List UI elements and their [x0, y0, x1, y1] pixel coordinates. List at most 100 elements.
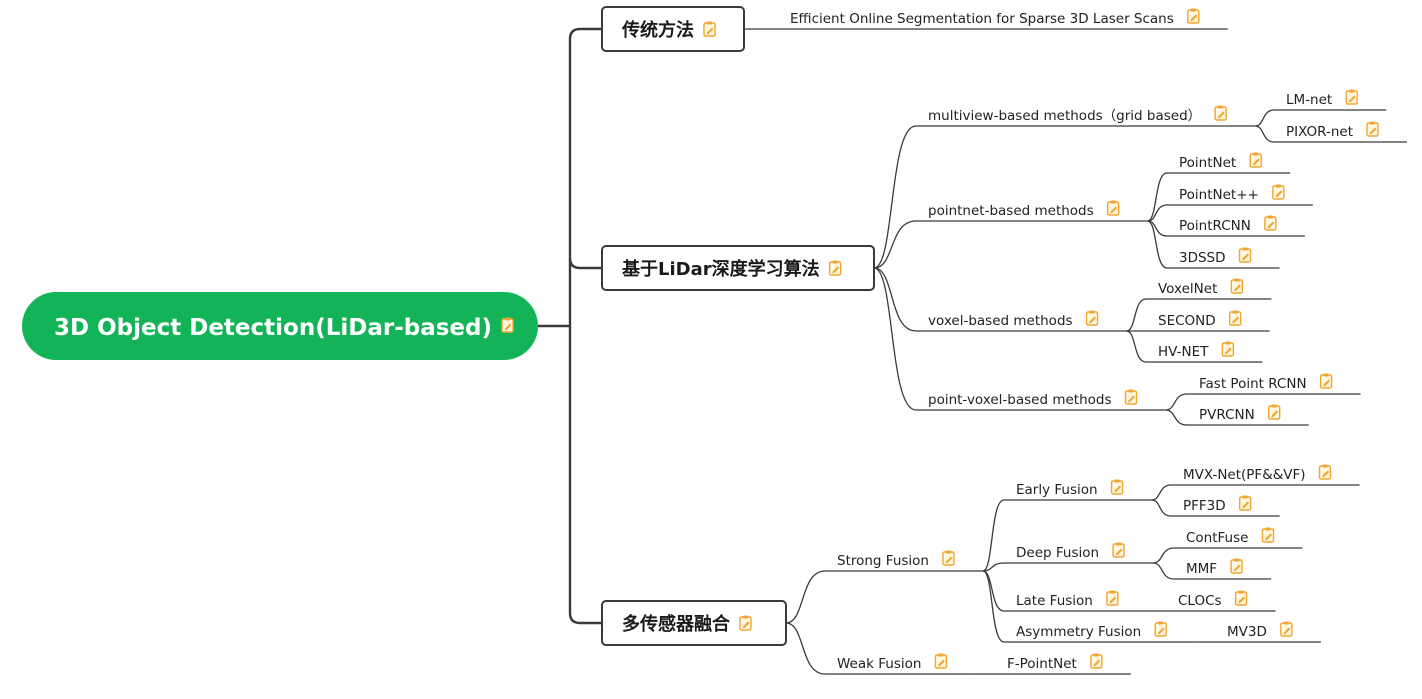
note-icon[interactable]	[1230, 558, 1243, 574]
edge-to-pixor-net	[1255, 125, 1275, 143]
node-f-pointnet[interactable]: F-PointNet	[1007, 653, 1103, 673]
note-icon-body	[1264, 216, 1277, 231]
note-icon-clip	[1267, 215, 1273, 219]
note-icon[interactable]	[1106, 590, 1119, 606]
node-lm-net[interactable]: LM-net	[1286, 89, 1358, 109]
node-asymmetry-fusion[interactable]: Asymmetry Fusion	[1016, 621, 1167, 641]
note-icon-body	[1238, 496, 1252, 511]
note-icon[interactable]	[1319, 373, 1333, 389]
note-icon[interactable]	[942, 550, 955, 566]
node-voxel-based[interactable]: voxel-based methods	[928, 310, 1099, 330]
node-pvrcnn[interactable]: PVRCNN	[1199, 404, 1281, 424]
note-icon[interactable]	[1187, 8, 1200, 24]
note-icon[interactable]	[1272, 184, 1285, 200]
branch-note-icon[interactable]	[739, 615, 752, 631]
note-icon[interactable]	[1268, 404, 1281, 420]
node-fast-point-rcnn[interactable]: Fast Point RCNN	[1199, 373, 1333, 393]
note-icon[interactable]	[1106, 200, 1120, 216]
note-icon[interactable]	[934, 653, 948, 669]
node-hv-net[interactable]: HV-NET	[1158, 341, 1235, 361]
note-icon-body	[942, 551, 955, 566]
node-voxelnet[interactable]: VoxelNet	[1158, 278, 1244, 298]
node-pixor-net[interactable]: PIXOR-net	[1286, 121, 1379, 141]
branch-lidar-deep-learning[interactable]: 基于LiDar深度学习算法	[601, 245, 875, 291]
edge-to-weak-fusion	[785, 622, 826, 675]
node-label: pointnet-based methods	[928, 203, 1094, 219]
note-icon[interactable]	[1228, 310, 1242, 326]
note-icon-pen	[1252, 158, 1260, 166]
note-icon-pen	[504, 323, 512, 331]
note-icon[interactable]	[1090, 653, 1103, 669]
note-icon[interactable]	[1238, 495, 1252, 511]
node-pointnet-pp[interactable]: PointNet++	[1179, 184, 1285, 204]
node-pointnet-based[interactable]: pointnet-based methods	[928, 200, 1120, 220]
node-label: 3DSSD	[1179, 250, 1226, 266]
note-icon[interactable]	[1154, 621, 1167, 637]
note-icon[interactable]	[1214, 105, 1227, 121]
edge-to-strong-fusion	[785, 570, 826, 624]
node-contfuse[interactable]: ContFuse	[1186, 527, 1275, 547]
node-deep-fusion[interactable]: Deep Fusion	[1016, 542, 1125, 562]
node-mv3d[interactable]: MV3D	[1227, 621, 1293, 641]
note-icon-clip	[707, 21, 712, 25]
node-label: VoxelNet	[1158, 281, 1217, 297]
node-strong-fusion[interactable]: Strong Fusion	[837, 550, 955, 570]
node-clocs[interactable]: CLOCs	[1178, 590, 1248, 610]
mindmap-nodes: 3D Object Detection(LiDar-based) 传统方法 Effi…	[22, 6, 1379, 673]
note-icon[interactable]	[1234, 590, 1248, 606]
note-icon[interactable]	[1221, 341, 1235, 357]
note-icon-clip	[1238, 590, 1244, 594]
node-3dssd[interactable]: 3DSSD	[1179, 247, 1252, 267]
root-note-icon[interactable]	[501, 317, 514, 333]
note-icon-pen	[1283, 627, 1291, 635]
note-icon-clip	[1349, 89, 1355, 93]
branch-multi-sensor-fusion[interactable]: 多传感器融合	[601, 600, 787, 646]
note-icon-clip	[1283, 621, 1289, 625]
note-icon[interactable]	[1280, 621, 1293, 637]
node-pff3d[interactable]: PFF3D	[1183, 495, 1252, 515]
branch-box	[601, 600, 787, 646]
note-icon[interactable]	[1124, 389, 1138, 405]
note-icon[interactable]	[1085, 310, 1099, 326]
node-weak-fusion[interactable]: Weak Fusion	[837, 653, 948, 673]
node-pointrcnn[interactable]: PointRCNN	[1179, 215, 1277, 235]
note-icon[interactable]	[1112, 542, 1125, 558]
note-icon-pen	[1348, 95, 1356, 103]
note-icon[interactable]	[1110, 479, 1124, 495]
note-icon-clip	[1109, 590, 1115, 594]
node-label: PIXOR-net	[1286, 124, 1353, 140]
note-icon[interactable]	[1249, 152, 1262, 168]
note-icon-body	[1187, 9, 1200, 24]
note-icon[interactable]	[1345, 89, 1358, 105]
note-icon-body	[1366, 122, 1379, 137]
note-icon-pen	[1217, 111, 1225, 119]
note-icon[interactable]	[1238, 247, 1252, 263]
note-icon-pen	[1322, 470, 1330, 478]
note-icon-clip	[1323, 373, 1329, 377]
node-second[interactable]: SECOND	[1158, 310, 1242, 330]
node-point-voxel-based[interactable]: point-voxel-based methods	[928, 389, 1138, 409]
node-efficient-online-segmentation[interactable]: Efficient Online Segmentation for Sparse…	[790, 8, 1200, 28]
node-multiview-based[interactable]: multiview-based methods（grid based）	[928, 105, 1227, 125]
note-icon-pen	[1093, 659, 1101, 667]
note-icon[interactable]	[1264, 215, 1277, 231]
branch-note-icon[interactable]	[828, 260, 842, 276]
node-late-fusion[interactable]: Late Fusion	[1016, 590, 1119, 610]
node-mvx-net[interactable]: MVX-Net(PF&&VF)	[1183, 464, 1332, 484]
branch-traditional[interactable]: 传统方法	[601, 6, 745, 52]
node-pointnet[interactable]: PointNet	[1179, 152, 1262, 172]
node-early-fusion[interactable]: Early Fusion	[1016, 479, 1124, 499]
node-mmf[interactable]: MMF	[1186, 558, 1243, 578]
note-icon[interactable]	[1366, 121, 1379, 137]
note-icon[interactable]	[1230, 278, 1244, 294]
note-icon-body	[1261, 528, 1275, 543]
root-node[interactable]: 3D Object Detection(LiDar-based)	[22, 292, 538, 360]
branch-note-icon[interactable]	[703, 21, 716, 37]
note-icon[interactable]	[1318, 464, 1332, 480]
note-icon-pen	[945, 556, 953, 564]
note-icon-clip	[1271, 404, 1277, 408]
node-label: MVX-Net(PF&&VF)	[1183, 467, 1306, 483]
note-icon-body	[1319, 374, 1333, 389]
note-icon[interactable]	[1261, 527, 1275, 543]
note-icon-body	[1154, 622, 1167, 637]
